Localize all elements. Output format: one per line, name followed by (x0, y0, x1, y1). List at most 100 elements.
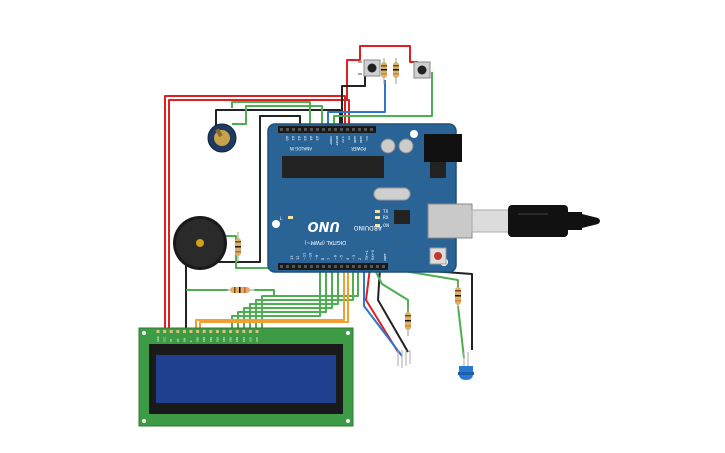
lcd-pin[interactable] (209, 330, 213, 333)
lcd-pin[interactable] (229, 330, 233, 333)
lcd-pin[interactable] (176, 330, 180, 333)
header-pin[interactable] (358, 128, 361, 131)
header-pin[interactable] (304, 128, 307, 131)
power-pin-label: 5V (347, 136, 351, 141)
resistor-rgb[interactable] (405, 306, 411, 336)
usb-socket (427, 203, 473, 239)
lcd-pin[interactable] (215, 330, 219, 333)
header-pin[interactable] (322, 265, 325, 268)
lcd-pin[interactable] (242, 330, 246, 333)
wire-blue-rgb (363, 268, 403, 357)
header-pin[interactable] (298, 265, 301, 268)
lcd-pin-label: DB5 (229, 336, 233, 342)
analog-pin-label: A0 (285, 136, 289, 141)
header-pin[interactable] (352, 128, 355, 131)
header-pin[interactable] (316, 128, 319, 131)
header-pin[interactable] (334, 128, 337, 131)
lcd-mounting-hole (346, 331, 350, 335)
header-pin[interactable] (304, 265, 307, 268)
header-pin[interactable] (328, 128, 331, 131)
power-pin-label: IOREF (329, 136, 333, 145)
header-pin[interactable] (316, 265, 319, 268)
header-pin[interactable] (292, 265, 295, 268)
header-pin[interactable] (340, 265, 343, 268)
header-pin[interactable] (382, 265, 385, 268)
pushbutton-right[interactable] (413, 61, 431, 79)
digital-pin-label: ~5 (340, 255, 344, 260)
wire-red-5v-buttons (346, 45, 418, 100)
header-pin[interactable] (280, 128, 283, 131)
analog-header-label: ANALOG IN (290, 146, 312, 151)
lcd-pin[interactable] (182, 330, 186, 333)
lcd-pin[interactable] (156, 330, 160, 333)
header-pin[interactable] (298, 128, 301, 131)
lcd-pin-label: RS (176, 338, 180, 342)
header-pin[interactable] (364, 128, 367, 131)
lcd-pin[interactable] (196, 330, 200, 333)
voltage-regulator (430, 162, 446, 178)
resistor-led[interactable] (455, 282, 461, 310)
header-pin[interactable] (376, 265, 379, 268)
analog-pin-label: A5 (315, 136, 319, 141)
crystal (373, 187, 411, 201)
lcd-mounting-hole (142, 419, 146, 423)
header-pin[interactable] (358, 265, 361, 268)
lcd-pin[interactable] (189, 330, 193, 333)
lcd-pin-label: RW (182, 337, 186, 342)
header-pin[interactable] (328, 265, 331, 268)
digital-pin-label: ~10 (309, 253, 313, 260)
header-pin[interactable] (346, 128, 349, 131)
tx-label: TX (382, 209, 388, 214)
rgb-led[interactable] (397, 350, 411, 368)
header-pin[interactable] (280, 265, 283, 268)
usb-cable[interactable] (471, 205, 600, 237)
piezo-buzzer[interactable] (173, 216, 227, 270)
lcd-pin-label: DB0 (196, 336, 200, 342)
wire-black-gnd-rgb (377, 267, 409, 353)
analog-pin-label: A1 (291, 136, 295, 141)
header-pin[interactable] (340, 128, 343, 131)
lcd-pin[interactable] (222, 330, 226, 333)
header-pin[interactable] (286, 128, 289, 131)
lcd-pin[interactable] (202, 330, 206, 333)
header-pin[interactable] (370, 265, 373, 268)
lcd-pin[interactable] (248, 330, 252, 333)
lcd-pin-label: E (189, 340, 193, 342)
header-pin[interactable] (292, 128, 295, 131)
resistor-button-b[interactable] (393, 58, 399, 84)
header-pin[interactable] (346, 265, 349, 268)
arduino-uno-board[interactable]: UNO ARDUINO DIGITAL (PWM~) ANALOG IN POW… (267, 123, 473, 273)
wire-red-rgb (365, 267, 399, 353)
lcd-pin[interactable] (255, 330, 259, 333)
header-pin[interactable] (310, 265, 313, 268)
lcd-pin[interactable] (235, 330, 239, 333)
resistor-lcd[interactable] (226, 287, 256, 293)
serial-pin-label: TX→1 (365, 250, 369, 261)
header-pin[interactable] (334, 265, 337, 268)
resistor-buzzer[interactable] (235, 232, 241, 262)
header-pin[interactable] (352, 265, 355, 268)
potentiometer[interactable] (207, 123, 237, 153)
header-pin[interactable] (364, 265, 367, 268)
blue-led[interactable] (458, 352, 474, 380)
digital-pin-label: 2 (358, 258, 362, 260)
lcd-pin[interactable] (163, 330, 167, 333)
header-pin[interactable] (322, 128, 325, 131)
analog-power-header[interactable] (278, 126, 376, 133)
lcd-pin[interactable] (169, 330, 173, 333)
digital-pin-label: ~11 (302, 253, 306, 260)
header-pin[interactable] (370, 128, 373, 131)
digital-header[interactable] (278, 263, 388, 270)
analog-pin-label: A4 (309, 136, 313, 141)
resistor-button-a[interactable] (381, 58, 387, 84)
header-pin[interactable] (286, 265, 289, 268)
power-pin-label: GND (359, 136, 363, 144)
digital-pin-label: 4 (346, 257, 350, 260)
header-pin[interactable] (310, 128, 313, 131)
pushbutton-left[interactable] (358, 59, 381, 77)
